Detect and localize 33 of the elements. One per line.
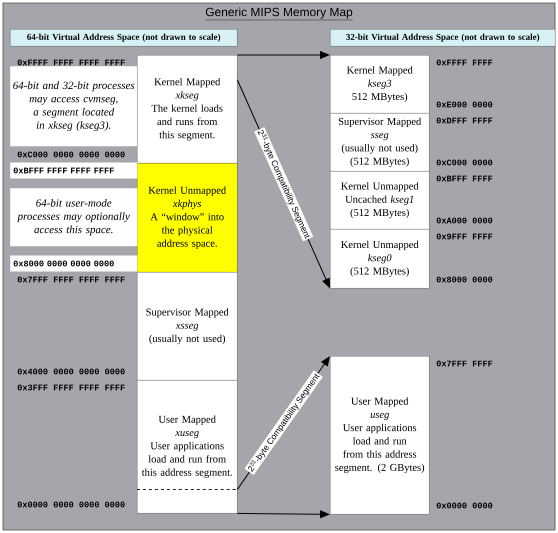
header-box: 64-bit Virtual Address Space (not drawn to scale) xyxy=(10,29,238,46)
address-label: 0x7FFF FFFF FFFF FFFF xyxy=(18,276,125,282)
node-label: 64-bit and 32-bit processes may access cvmseg, a segment located in xkseg (kseg3). xyxy=(13,81,134,132)
segment-box: Kernel Mapped xkseg The kernel loads and runs from this segment. xyxy=(137,55,238,164)
title: Generic MIPS Memory Map xyxy=(205,7,353,20)
header-box: 32-bit Virtual Address Space (not drawn to scale) xyxy=(330,29,556,46)
address-label: 0xBFFF FFFF FFFF FFFF xyxy=(10,162,138,178)
address-label: 0x4000 0000 0000 0000 xyxy=(18,368,125,374)
note-box: 64-bit and 32-bit processes may access cvmseg, a segment located in xkseg (kseg3). xyxy=(10,66,138,146)
address-label: 0xA000 0000 xyxy=(436,218,492,224)
address-label: 0xFFFF FFFF FFFF FFFF xyxy=(18,60,125,66)
address-label: 0xC000 0000 xyxy=(436,160,492,166)
segment-box: Kernel Unmapped xkphys A “window” into the physical address space. xyxy=(137,163,238,272)
note-box: 64-bit user-mode processes may optionally access this space. xyxy=(10,188,138,246)
address-label: 0x8000 0000 xyxy=(436,276,492,282)
address-label: 0x9FFF FFFF xyxy=(436,234,492,240)
address-label: 0x3FFF FFFF FFFF FFFF xyxy=(18,384,125,390)
address-label: 0x0000 0000 xyxy=(436,502,492,508)
address-label: 0xFFFF FFFF xyxy=(436,60,492,66)
segment-box: Kernel Unmapped kseg0 (512 MBytes) xyxy=(330,229,430,288)
segment-box: Supervisor Mapped xsseg (usually not used) xyxy=(137,272,238,380)
address-label: 0x8000 0000 0000 0000 xyxy=(10,256,138,272)
address-label: 0xDFFF FFFF xyxy=(436,118,492,124)
address-label: 0xE000 0000 xyxy=(436,102,492,108)
segment-box: Supervisor Mapped sseg (usually not used) (512 MBytes) xyxy=(330,113,430,172)
address-label: 0xC000 0000 0000 0000 xyxy=(18,152,125,158)
segment-box: User Mapped xuseg User applications load and run from this address segment. xyxy=(137,380,238,514)
segment-box: Kernel Mapped kseg3 512 MBytes) xyxy=(330,55,430,114)
segment-box: Kernel Unmapped Uncached kseg1 (512 MBytes) xyxy=(330,171,430,230)
address-label: 0x0000 0000 0000 0000 xyxy=(18,502,125,508)
address-label: 0xBFFF FFFF xyxy=(436,176,492,182)
segment-box: User Mapped useg User applications load and run from this address segment. (2 GBytes) xyxy=(330,356,430,514)
address-label: 0x7FFF FFFF xyxy=(436,360,492,366)
